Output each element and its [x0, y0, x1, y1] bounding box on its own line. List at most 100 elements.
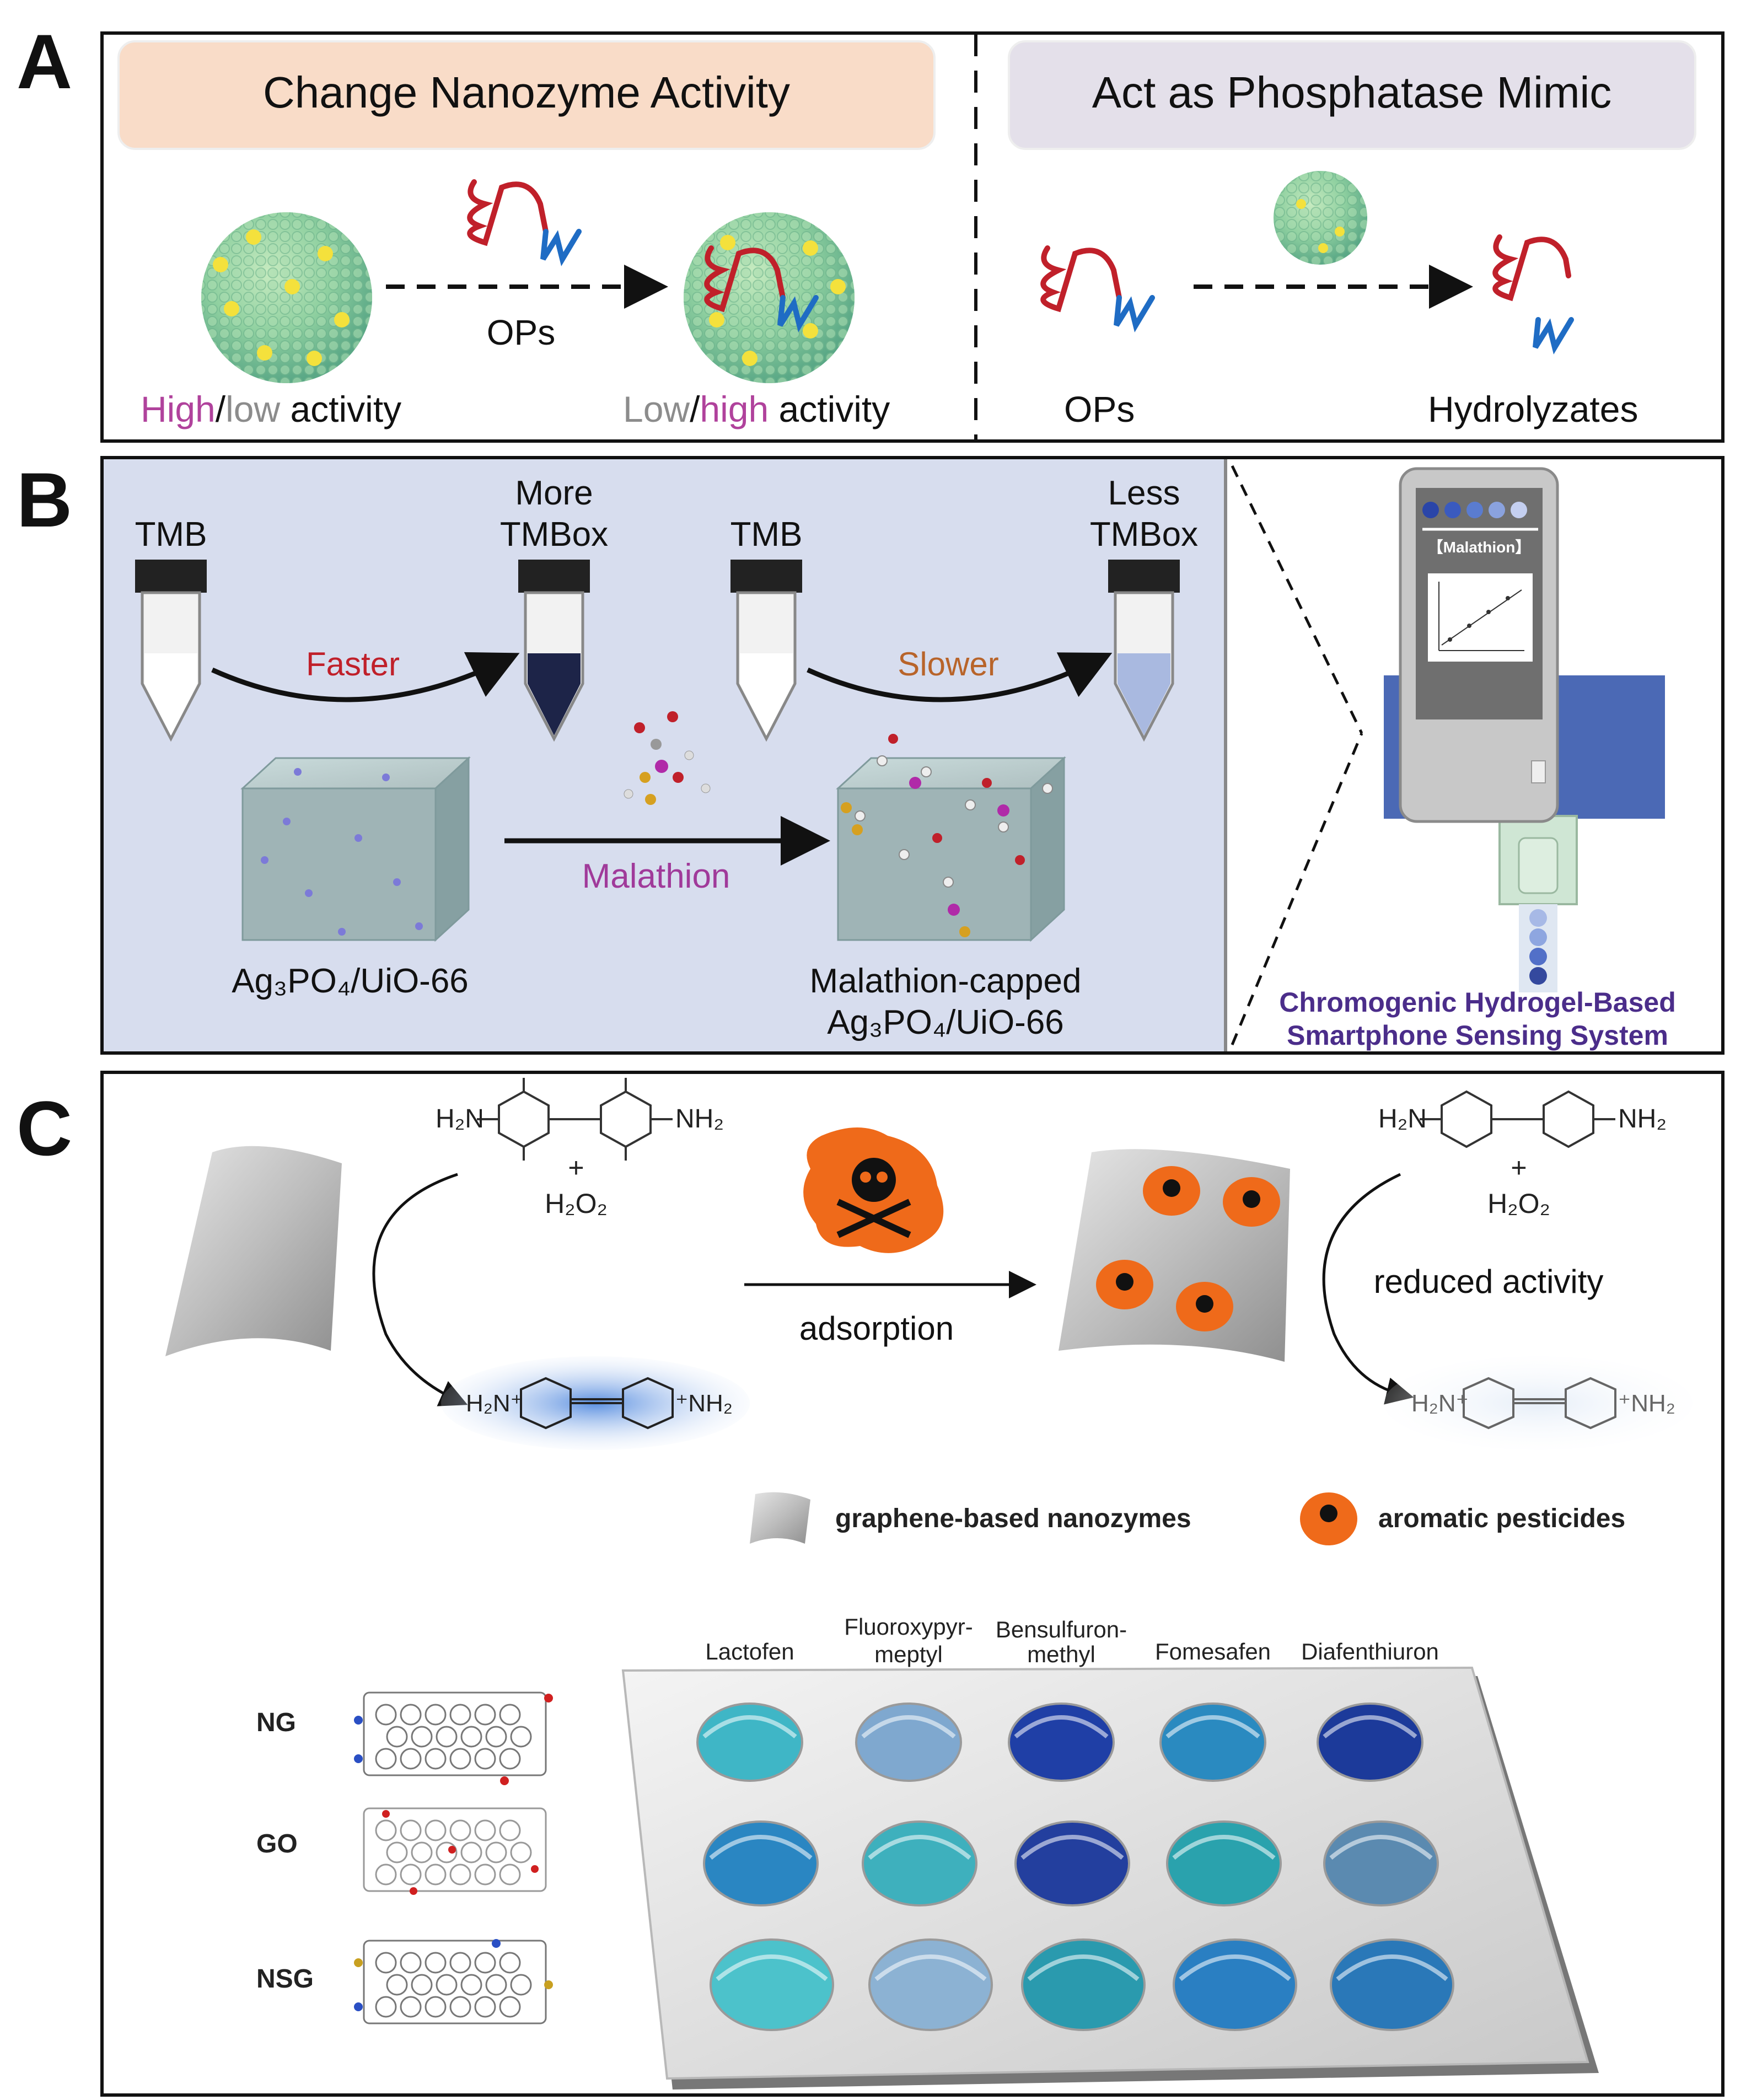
- oxtmb-structure-blue: [520, 1377, 674, 1430]
- more-label-2: TMBox: [500, 515, 608, 554]
- ng-lattice: [363, 1691, 547, 1776]
- left-material-label: Ag₃PO₄/UiO-66: [232, 962, 469, 1000]
- right-title: Act as Phosphatase Mimic: [1092, 68, 1612, 117]
- caption-slash-2: /: [690, 389, 700, 429]
- col-bensulfuron-2: methyl: [1027, 1641, 1095, 1667]
- reduced-activity-label: reduced activity: [1374, 1263, 1604, 1300]
- nh2-label-left: NH₂: [675, 1104, 724, 1134]
- well-highlight: [1179, 1954, 1291, 1981]
- row-ng: NG: [256, 1708, 296, 1737]
- oxtmb-left-h2n: H₂N⁺: [466, 1390, 523, 1417]
- malathion-label: Malathion: [582, 857, 730, 895]
- phone-header: 【Malathion】: [1428, 539, 1531, 556]
- left-activity-caption: High/low activity: [141, 389, 401, 429]
- panel-c-frame: [100, 1071, 1724, 2097]
- col-lactofen: Lactofen: [705, 1639, 794, 1664]
- tmb-label-2: TMB: [730, 515, 803, 554]
- slower-arrow: [807, 652, 1113, 702]
- op-arrow-label: OPs: [487, 313, 555, 352]
- well-highlight: [874, 1954, 987, 1981]
- right-material-label-2: Ag₃PO₄/UiO-66: [827, 1003, 1064, 1041]
- well-highlight: [1165, 1715, 1260, 1739]
- well-highlight: [861, 1715, 956, 1739]
- legend-graphene-icon: [750, 1492, 810, 1544]
- hydrolyzates-icon: [1492, 234, 1574, 355]
- oxidation-arrow-right: [1322, 1173, 1414, 1405]
- well-nsg-4: [1173, 1938, 1297, 2031]
- oxtmb-pale-h2n: H₂N⁺: [1411, 1390, 1469, 1417]
- tube-more-tmbox: [518, 560, 590, 742]
- right-material-label-1: Malathion-capped: [810, 962, 1082, 1000]
- op-molecule-icon: [467, 179, 582, 266]
- well-highlight: [1336, 1954, 1448, 1981]
- col-fomesafen: Fomesafen: [1155, 1639, 1271, 1664]
- right-title-box: [1008, 40, 1696, 150]
- malathion-molecule-icon: [624, 711, 711, 805]
- well-highlight: [709, 1835, 813, 1860]
- slower-label: Slower: [898, 646, 998, 683]
- well-go-1: [703, 1820, 819, 1906]
- legend-graphene-label: graphene-based nanozymes: [835, 1504, 1191, 1533]
- row-go: GO: [256, 1829, 298, 1859]
- pesticide-skull-icon: [803, 1127, 944, 1253]
- well-highlight: [1172, 1835, 1276, 1860]
- oxtmb-right-nh2: ⁺NH₂: [675, 1390, 733, 1417]
- caption-low: low: [225, 389, 280, 429]
- adsorption-label: adsorption: [799, 1310, 954, 1347]
- well-go-4: [1166, 1820, 1282, 1906]
- well-nsg-5: [1330, 1938, 1454, 2031]
- ag3po4-uio66-cube: [240, 756, 471, 942]
- oxtmb-pale-nh2: ⁺NH₂: [1618, 1390, 1675, 1417]
- heteroatom-markers: [354, 1694, 553, 2011]
- panel-b-frame: [100, 456, 1724, 1055]
- well-highlight: [1020, 1835, 1124, 1860]
- plus-left: +: [568, 1152, 584, 1183]
- col-fluoroxypyr-1: Fluoroxypyr-: [844, 1614, 973, 1640]
- legend-pesticide-icon: [1300, 1492, 1357, 1545]
- row-nsg: NSG: [256, 1964, 314, 1994]
- tube-less-tmbox: [1108, 560, 1180, 742]
- zoom-line-bottom: [1231, 733, 1363, 1045]
- mid-activity-caption: Low/high activity: [623, 389, 890, 429]
- legend-pesticides-label: aromatic pesticides: [1378, 1504, 1625, 1533]
- panel-letter-b: B: [17, 456, 72, 543]
- zoom-line-top: [1231, 465, 1363, 734]
- h2o2-right: H₂O₂: [1487, 1188, 1550, 1219]
- small-nanozyme-sphere: [1274, 171, 1367, 265]
- caption-high: High: [141, 389, 216, 429]
- nsg-lattice: [363, 1940, 547, 2024]
- oxidation-arrow-left: [372, 1173, 468, 1406]
- tmb-label-1: TMB: [135, 515, 207, 554]
- panel-letter-c: C: [17, 1085, 72, 1172]
- graphene-sheet-left: [165, 1146, 342, 1356]
- less-label-1: Less: [1108, 474, 1180, 512]
- caption-rest: activity: [280, 389, 401, 429]
- caption-rest-2: activity: [769, 389, 890, 429]
- well-highlight: [1027, 1954, 1140, 1981]
- tube-tmb-1: [135, 560, 207, 742]
- plus-right: +: [1511, 1152, 1527, 1183]
- h2n-label-right: H₂N: [1378, 1104, 1427, 1134]
- wells-grid: [696, 1702, 1454, 2031]
- panel-a-frame: [100, 31, 1724, 443]
- caption-low-2: Low: [623, 389, 690, 429]
- malathion-capped-cube: [836, 734, 1066, 942]
- panel-letter-a: A: [17, 18, 72, 105]
- hydrolyzates-label: Hydrolyzates: [1428, 389, 1638, 429]
- tube-tmb-2: [730, 560, 802, 742]
- nanozyme-sphere-2: [684, 212, 855, 383]
- less-label-2: TMBox: [1090, 515, 1198, 554]
- well-nsg-3: [1021, 1938, 1146, 2031]
- well-highlight: [1329, 1835, 1433, 1860]
- system-label-2: Smartphone Sensing System: [1287, 1020, 1668, 1051]
- well-highlight: [702, 1715, 797, 1739]
- col-diafenthiuron: Diafenthiuron: [1301, 1639, 1439, 1664]
- faster-arrow: [211, 652, 520, 702]
- h2o2-left: H₂O₂: [545, 1188, 608, 1219]
- caption-high-2: high: [700, 389, 769, 429]
- ops-molecule-right: [1040, 245, 1155, 332]
- col-bensulfuron-1: Bensulfuron-: [996, 1616, 1127, 1642]
- col-fluoroxypyr-2: meptyl: [874, 1641, 943, 1667]
- nanozyme-sphere-1: [201, 212, 372, 383]
- tmb-structure-left: [477, 1078, 673, 1161]
